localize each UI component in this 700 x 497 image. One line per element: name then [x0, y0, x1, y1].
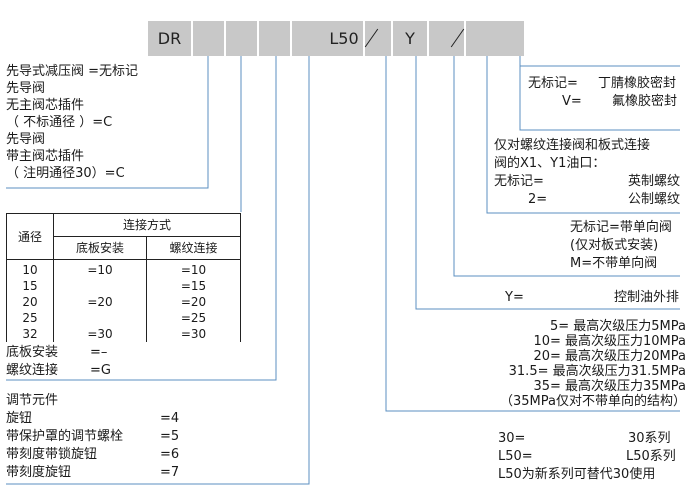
code-cell-4	[259, 21, 290, 56]
port-label-1: 无标记=	[494, 174, 544, 189]
pressure-line-1: 5= 最高次级压力5MPa	[549, 319, 686, 334]
port-value-1: 英制螺纹	[628, 174, 681, 189]
series-label-2: L50=	[498, 449, 533, 464]
code-cell-l50: L50	[325, 21, 363, 56]
series-note: L50为新系列可替代30使用	[498, 467, 656, 482]
connector-adjust	[6, 56, 310, 485]
adjust-value-3: =6	[160, 447, 180, 462]
pilot-line-7: （ 注明通径30）=C	[6, 166, 125, 181]
table-header-conn: 连接方式	[53, 213, 241, 237]
table-cell-size: 10 15 20 25 32	[6, 259, 54, 342]
pressure-line-4: 31.5= 最高次级压力31.5MPa	[508, 364, 686, 379]
port-value-2: 公制螺纹	[628, 192, 681, 207]
mounting-thread-label: 螺纹连接	[6, 363, 59, 378]
connection-table: 通径 连接方式 底板安装 螺纹连接 10 15 20 25 32 =10 =20…	[6, 213, 241, 342]
pressure-line-5: 35= 最高次级压力35MPa	[533, 379, 686, 394]
code-cell-3	[226, 21, 257, 56]
code-cell-y: Y	[393, 21, 427, 56]
check-line-3: M=不带单向阀	[570, 256, 658, 271]
connector-port	[519, 56, 680, 131]
series-value-1: 30系列	[628, 431, 671, 446]
adjust-value-2: =5	[160, 429, 180, 444]
mounting-subplate-label: 底板安装	[6, 345, 59, 360]
pilot-line-1: 先导式减压阀 =无标记	[6, 64, 139, 79]
pilot-line-6: 带主阀芯插件	[6, 149, 85, 164]
adjust-value-1: =4	[160, 411, 180, 426]
pilot-line-2: 先导阀	[6, 81, 46, 96]
seal-value-2: 氟橡胶密封	[612, 94, 678, 109]
pressure-line-2: 10= 最高次级压力10MPa	[533, 334, 686, 349]
pressure-line-3: 20= 最高次级压力20MPa	[533, 349, 686, 364]
drain-value: 控制油外排	[614, 290, 680, 305]
adjust-label-2: 带保护罩的调节螺栓	[6, 429, 124, 444]
table-cell-thread: =10 =15 =20 =25 =30	[146, 259, 241, 342]
code-cell-5	[292, 21, 325, 56]
connector-mounting	[6, 56, 277, 381]
mounting-thread-value: =G	[90, 363, 111, 378]
drain-label: Y=	[505, 290, 524, 305]
connector-check	[486, 56, 680, 214]
series-label-1: 30=	[498, 431, 526, 446]
table-header-size: 通径	[6, 213, 54, 260]
pilot-line-5: 先导阀	[6, 132, 46, 147]
connector-drain	[453, 56, 680, 277]
connector-pilot	[6, 56, 209, 189]
seal-label-2: V=	[562, 94, 582, 109]
code-cell-10	[466, 21, 524, 56]
pilot-line-3: 无主阀芯插件	[6, 98, 85, 113]
code-cell-9	[429, 21, 464, 56]
table-header-sub: 底板安装	[53, 236, 147, 260]
seal-value-1: 丁腈橡胶密封	[598, 76, 677, 91]
adjust-value-4: =7	[160, 465, 180, 480]
adjust-label-1: 旋钮	[6, 411, 33, 426]
pressure-line-6: （35MPa仅对不带单向的结构）	[500, 394, 686, 409]
series-value-2: L50系列	[626, 449, 676, 464]
adjust-label-3: 带刻度带锁旋钮	[6, 447, 98, 462]
mounting-subplate-value: =–	[90, 345, 108, 360]
table-row: 10 15 20 25 32 =10 =20 =30 =10 =15 =20 =…	[6, 259, 241, 342]
adjust-title: 调节元件	[6, 393, 59, 408]
connector-series	[385, 56, 680, 412]
pilot-line-4: （ 不标通径 ）=C	[6, 115, 113, 130]
check-line-2: (仅对板式安装)	[570, 238, 659, 253]
port-line-2: 阀的X1、Y1油口：	[494, 156, 606, 171]
seal-label-1: 无标记=	[528, 76, 578, 91]
adjust-label-4: 带刻度旋钮	[6, 465, 72, 480]
connector-pressure	[415, 56, 680, 310]
port-label-2: 2=	[528, 192, 548, 207]
code-cell-dr: DR	[148, 21, 191, 56]
table-header-thread: 螺纹连接	[146, 236, 241, 260]
port-line-1: 仅对螺纹连接阀和板式连接	[494, 138, 651, 153]
table-cell-sub: =10 =20 =30	[53, 259, 147, 342]
code-cell-2	[193, 21, 224, 56]
check-line-1: 无标记=带单向阀	[570, 220, 672, 235]
